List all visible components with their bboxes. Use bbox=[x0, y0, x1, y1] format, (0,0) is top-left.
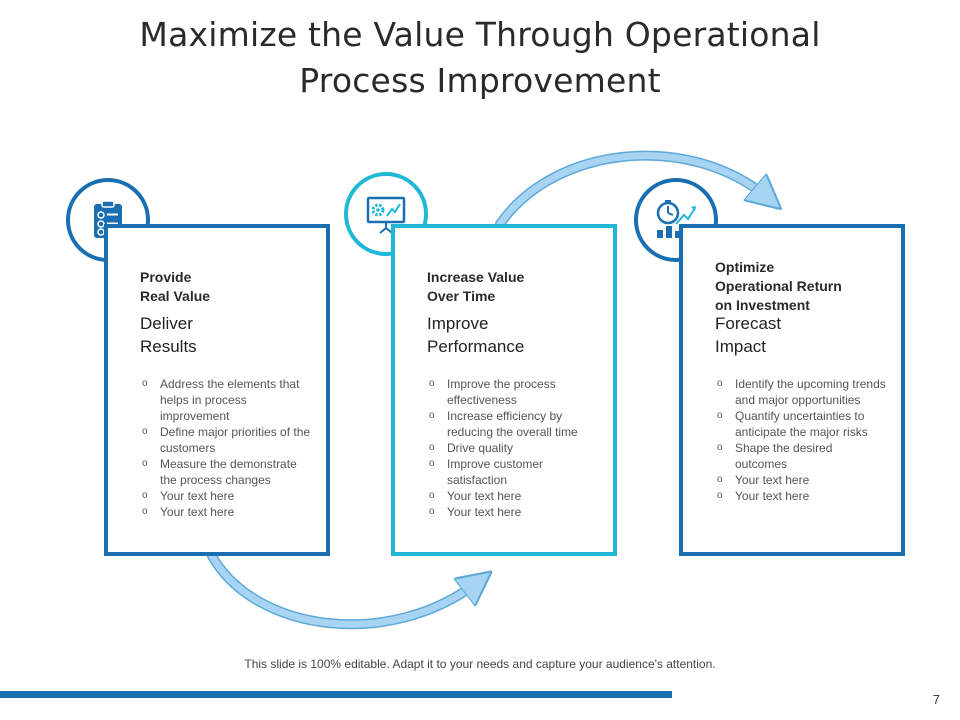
list-item: Improve customer satisfaction bbox=[427, 456, 599, 488]
list-item: Your text here bbox=[715, 472, 887, 488]
card-2-heading: Increase Value Over Time bbox=[427, 269, 525, 304]
card-2-icon-circle bbox=[344, 172, 428, 256]
list-item: Your text here bbox=[715, 488, 887, 504]
card-1: Provide Real Value Deliver Results Addre… bbox=[104, 224, 330, 556]
card-2-subtitle: Improve Performance bbox=[427, 314, 525, 356]
page-number: 7 bbox=[932, 692, 940, 707]
card-3-subtitle: Forecast Impact bbox=[715, 314, 782, 356]
footer-note: This slide is 100% editable. Adapt it to… bbox=[244, 657, 716, 671]
card-3: Optimize Operational Return on Investmen… bbox=[679, 224, 905, 556]
list-item: Shape the desired outcomes bbox=[715, 440, 887, 472]
list-item: Improve the process effectiveness bbox=[427, 376, 599, 408]
list-item: Define major priorities of the customers bbox=[140, 424, 312, 456]
slide-title-line2: Process Improvement bbox=[299, 61, 661, 100]
card-2-bullet-list: Improve the process effectiveness Increa… bbox=[427, 376, 599, 520]
list-item: Your text here bbox=[140, 504, 312, 520]
slide-title: Maximize the Value Through Operational P… bbox=[80, 12, 880, 104]
list-item: Measure the demonstrate the process chan… bbox=[140, 456, 312, 488]
card-2: Increase Value Over Time Improve Perform… bbox=[391, 224, 617, 556]
list-item: Increase efficiency by reducing the over… bbox=[427, 408, 599, 440]
list-item: Your text here bbox=[427, 488, 599, 504]
list-item: Address the elements that helps in proce… bbox=[140, 376, 312, 424]
bottom-curved-arrow bbox=[207, 551, 483, 630]
card-1-heading: Provide Real Value bbox=[140, 269, 211, 304]
list-item: Quantify uncertainties to anticipate the… bbox=[715, 408, 887, 440]
footer-accent-bar bbox=[0, 691, 672, 698]
card-1-bullet-list: Address the elements that helps in proce… bbox=[140, 376, 312, 520]
card-1-subtitle: Deliver Results bbox=[140, 314, 197, 356]
card-3-bullet-list: Identify the upcoming trends and major o… bbox=[715, 376, 887, 504]
list-item: Your text here bbox=[140, 488, 312, 504]
list-item: Identify the upcoming trends and major o… bbox=[715, 376, 887, 408]
presentation-growth-icon bbox=[366, 196, 406, 234]
slide-title-line1: Maximize the Value Through Operational bbox=[139, 15, 821, 54]
card-3-heading: Optimize Operational Return on Investmen… bbox=[715, 259, 842, 313]
list-item: Your text here bbox=[427, 504, 599, 520]
list-item: Drive quality bbox=[427, 440, 599, 456]
